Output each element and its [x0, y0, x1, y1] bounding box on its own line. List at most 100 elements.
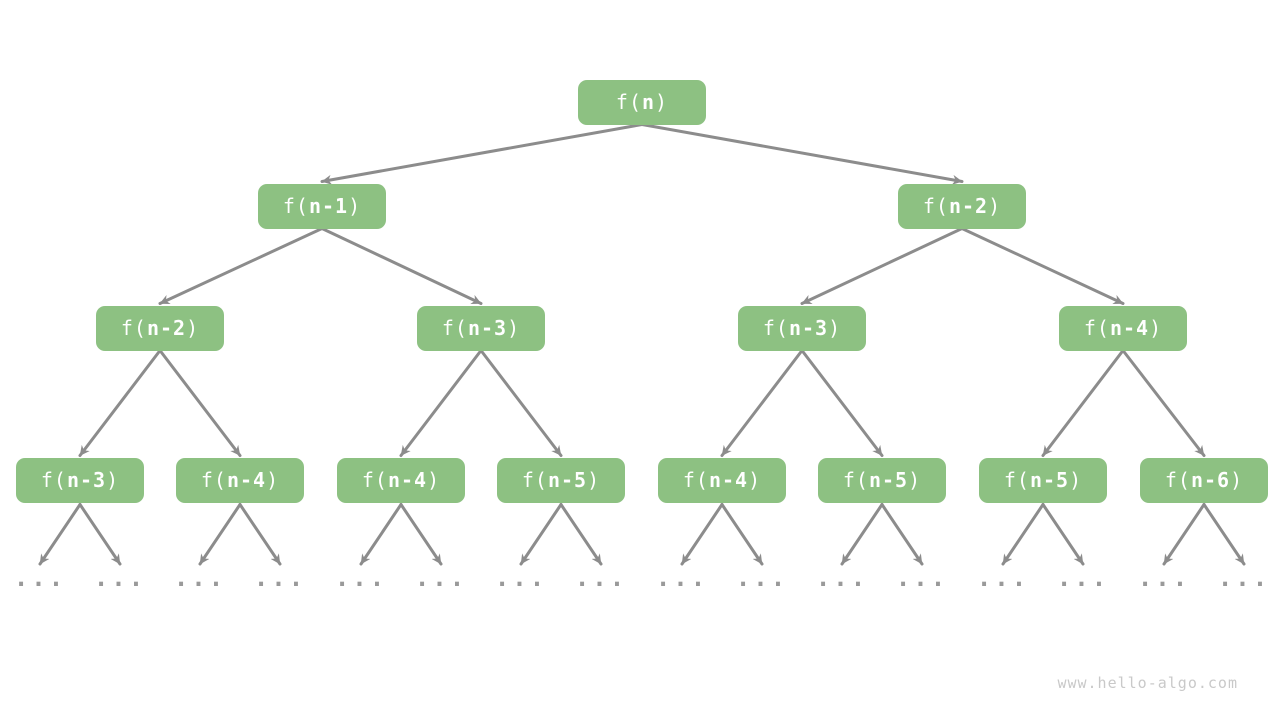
tree-node: f(n-5): [497, 457, 625, 503]
edge-arrow: [1162, 503, 1206, 566]
edge-arrow: [399, 349, 483, 457]
tree-node-label-pre: f(: [1083, 316, 1110, 340]
tree-node-label-pre: f(: [361, 468, 388, 492]
edge-arrow: [399, 503, 443, 566]
tree-node-label-post: ): [106, 468, 120, 492]
tree-node: f(n-2): [96, 305, 224, 351]
ellipsis-leaf: ...: [895, 564, 949, 592]
ellipsis-leaf: ...: [976, 564, 1030, 592]
tree-node-label-post: ): [655, 90, 669, 114]
edge-arrow: [359, 503, 403, 566]
edge-arrow: [1202, 503, 1246, 566]
ellipsis-leaf: ...: [173, 564, 227, 592]
edge-arrow: [720, 349, 804, 457]
watermark: www.hello-algo.com: [1057, 674, 1238, 692]
edge-arrow: [640, 123, 964, 185]
ellipsis-leaf: ...: [815, 564, 869, 592]
tree-node-label-pre: f(: [40, 468, 67, 492]
tree-node: f(n-1): [258, 183, 386, 229]
edge-arrow: [38, 503, 82, 566]
tree-node-label-post: ): [1069, 468, 1083, 492]
tree-node-label-arg: n-1: [308, 194, 349, 218]
tree-node-label-arg: n-3: [467, 316, 508, 340]
edge-arrow: [158, 227, 324, 305]
tree-node-label-pre: f(: [615, 90, 642, 114]
ellipsis-leaf: ...: [1137, 564, 1191, 592]
tree-node-label-arg: n-5: [868, 468, 909, 492]
ellipsis-leaf: ...: [13, 564, 67, 592]
tree-node-label-post: ): [266, 468, 280, 492]
tree-node-label-pre: f(: [1003, 468, 1030, 492]
tree-node-label-post: ): [1230, 468, 1244, 492]
edge-arrow: [1121, 349, 1206, 457]
edge-arrow: [960, 227, 1125, 305]
edge-arrow: [1001, 503, 1045, 566]
edge-arrow: [559, 503, 603, 566]
edge-arrow: [1041, 503, 1085, 566]
tree-node-label-post: ): [908, 468, 922, 492]
edge-arrow: [1041, 349, 1125, 457]
ellipsis-leaf: ...: [1217, 564, 1271, 592]
tree-node: f(n-3): [417, 305, 545, 351]
tree-node-label-pre: f(: [762, 316, 789, 340]
tree-node-label-arg: n-2: [146, 316, 187, 340]
edge-arrow: [198, 503, 242, 566]
edge-arrow: [800, 349, 884, 457]
tree-node-label-post: ): [587, 468, 601, 492]
tree-node-label-arg: n-4: [387, 468, 428, 492]
tree-node-label-pre: f(: [1164, 468, 1191, 492]
tree-node-label-pre: f(: [441, 316, 468, 340]
tree-node: f(n-4): [337, 457, 465, 503]
edge-arrow: [320, 227, 483, 305]
edge-arrow: [800, 227, 964, 305]
edge-arrow: [320, 123, 644, 185]
tree-node-label-post: ): [1149, 316, 1163, 340]
tree-node-label-arg: n-4: [226, 468, 267, 492]
ellipsis-leaf: ...: [253, 564, 307, 592]
tree-node: f(n-5): [979, 457, 1107, 503]
tree-node-label-arg: n-5: [547, 468, 588, 492]
edge-arrow: [519, 503, 563, 566]
tree-node-label-pre: f(: [922, 194, 949, 218]
tree-node-label-pre: f(: [521, 468, 548, 492]
tree-node-label-post: ): [186, 316, 200, 340]
edge-arrow: [238, 503, 282, 566]
tree-node-label-arg: n-3: [66, 468, 107, 492]
tree-node-label-post: ): [348, 194, 362, 218]
tree-node-label-arg: n: [642, 90, 656, 114]
ellipsis-leaf: ...: [414, 564, 468, 592]
tree-node-label-post: ): [507, 316, 521, 340]
ellipsis-leaf: ...: [655, 564, 709, 592]
ellipsis-leaf: ...: [574, 564, 628, 592]
edge-arrow: [78, 349, 162, 457]
tree-node: f(n-3): [738, 305, 866, 351]
tree-node-label-arg: n-4: [1109, 316, 1150, 340]
tree-node-label-arg: n-2: [948, 194, 989, 218]
tree-node: f(n): [578, 79, 706, 125]
ellipsis-leaf: ...: [1056, 564, 1110, 592]
tree-node-label-pre: f(: [682, 468, 709, 492]
edge-arrow: [158, 349, 242, 457]
edge-arrow: [720, 503, 764, 566]
tree-node: f(n-4): [176, 457, 304, 503]
tree-node-label-pre: f(: [120, 316, 147, 340]
tree-node-label-pre: f(: [282, 194, 309, 218]
tree-node: f(n-3): [16, 457, 144, 503]
tree-node-label-arg: n-6: [1190, 468, 1231, 492]
ellipsis-leaf: ...: [334, 564, 388, 592]
tree-node: f(n-5): [818, 457, 946, 503]
tree-node-label-post: ): [748, 468, 762, 492]
tree-node-label-post: ): [988, 194, 1002, 218]
ellipsis-leaf: ...: [735, 564, 789, 592]
edge-arrow: [680, 503, 724, 566]
edge-arrow: [78, 503, 122, 566]
tree-node: f(n-4): [1059, 305, 1187, 351]
edge-arrow: [840, 503, 884, 566]
edge-arrow: [479, 349, 563, 457]
tree-node: f(n-6): [1140, 457, 1268, 503]
ellipsis-leaf: ...: [494, 564, 548, 592]
tree-node-label-pre: f(: [842, 468, 869, 492]
tree-node-label-post: ): [427, 468, 441, 492]
tree-node-label-arg: n-3: [788, 316, 829, 340]
